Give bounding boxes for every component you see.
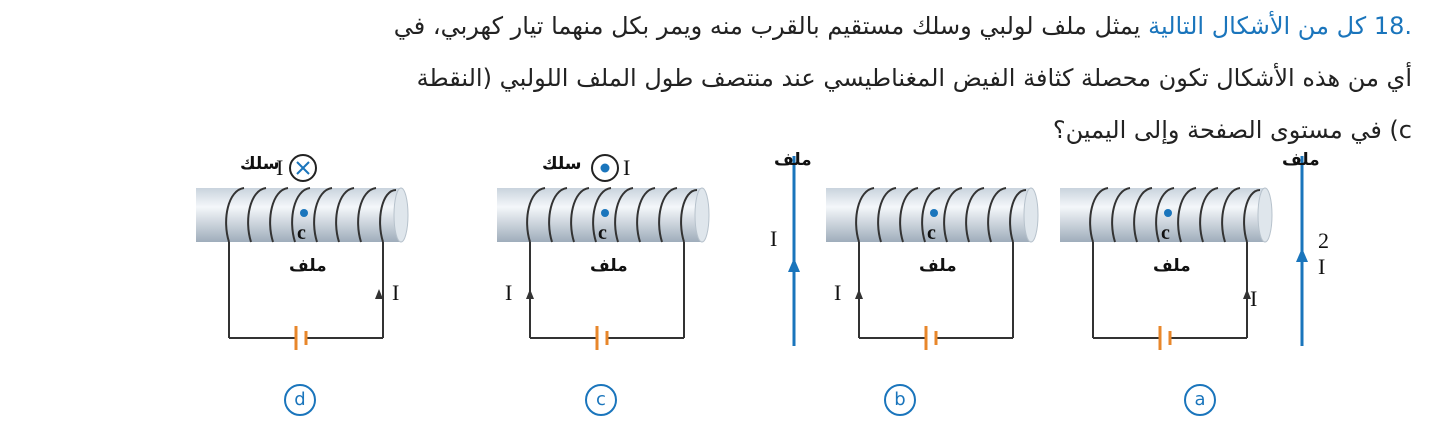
wire-coil-label: ملف (1282, 150, 1320, 170)
option-d-badge[interactable]: d (284, 384, 316, 416)
question-highlight: كل من الأشكال التالية (1148, 12, 1367, 40)
figure-d-graphic (194, 154, 410, 352)
option-b-badge[interactable]: b (884, 384, 916, 416)
question-line-3: c) في مستوى الصفحة وإلى اليمين؟ (1052, 116, 1412, 144)
wire-current-label: 2 I (1318, 228, 1329, 279)
into-page-cross-icon-stroke (296, 161, 310, 175)
coil-current-label: I (834, 280, 842, 305)
coil-label: ملف (590, 256, 628, 276)
wire-current-arrow-up (1296, 248, 1308, 262)
option-c-badge[interactable]: c (585, 384, 617, 416)
current-arrow-up (375, 289, 383, 299)
figure-b-graphic (788, 156, 1040, 352)
question-line-2: أي من هذه الأشكال تكون محصلة كثافة الفيض… (416, 64, 1412, 92)
wire-current-label: I (770, 226, 778, 251)
wire-label: سلك (542, 154, 582, 174)
question-number: .18 (1373, 12, 1412, 40)
coil-label: ملف (919, 256, 957, 276)
wire-current-arrow-up (788, 258, 800, 272)
current-arrow-up (855, 289, 863, 299)
question-text: .18 كل من الأشكال التالية يمثل ملف لولبي… (112, 0, 1412, 156)
current-arrow-up (526, 289, 534, 299)
figure-a-graphic (1058, 156, 1308, 352)
out-of-page-dot-icon (600, 163, 610, 173)
figure-c-graphic (495, 154, 711, 352)
wire-out-of-page-symbol (591, 154, 619, 182)
wire-into-page-symbol (289, 154, 317, 182)
point-c-label: c (297, 222, 306, 244)
wire-label: سلك (240, 154, 280, 174)
current-arrow-up (1243, 289, 1251, 299)
figure-b: c ملف I ملف I b (770, 150, 1066, 422)
point-c-label: c (598, 222, 607, 244)
figure-d: c ملف I سلك I d (194, 150, 436, 422)
wire-coil-label: ملف (774, 150, 812, 170)
wire-current-label: I (623, 155, 631, 180)
question-line-1-rest: يمثل ملف لولبي وسلك مستقيم بالقرب منه وي… (393, 12, 1149, 40)
figure-a: c ملف I ملف 2 I a (1058, 150, 1329, 422)
coil-label: ملف (1153, 256, 1191, 276)
wire-current-label: I (276, 155, 284, 180)
point-c-label: c (927, 222, 936, 244)
option-a-badge[interactable]: a (1184, 384, 1216, 416)
coil-label: ملف (289, 256, 327, 276)
point-c-label: c (1161, 222, 1170, 244)
coil-current-label: I (1250, 286, 1258, 311)
coil-current-label: I (505, 280, 513, 305)
figure-c: c ملف I سلك I c (495, 150, 737, 422)
coil-current-label: I (392, 280, 400, 305)
question-line-1: .18 كل من الأشكال التالية يمثل ملف لولبي… (112, 0, 1412, 52)
